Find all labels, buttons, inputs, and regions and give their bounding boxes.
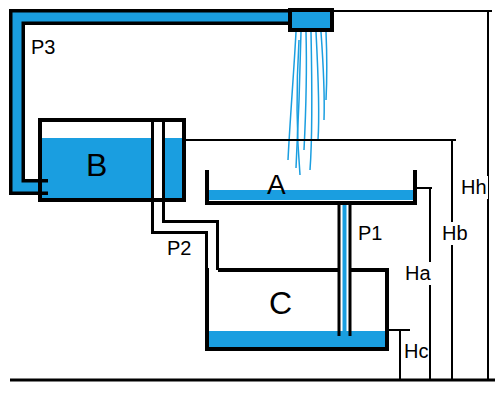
tank-letter: B xyxy=(86,148,107,183)
ground-line xyxy=(10,379,495,382)
tank: A xyxy=(205,170,417,205)
pipe-wall xyxy=(338,268,341,336)
pipe xyxy=(344,203,345,270)
dimension-label: Ha xyxy=(404,262,432,285)
pipe-flow xyxy=(343,203,347,270)
level-line xyxy=(186,139,456,141)
dimension-line xyxy=(399,330,401,380)
nozzle xyxy=(290,10,332,30)
tank-top xyxy=(218,268,338,272)
pipe-wall xyxy=(338,203,352,270)
tank: C xyxy=(205,268,389,351)
pipe-label: P3 xyxy=(30,36,56,59)
tank-top xyxy=(350,268,389,272)
tank-letter: A xyxy=(267,170,286,201)
water-c xyxy=(209,331,385,347)
pipe-wall xyxy=(349,268,352,336)
pipe-bore xyxy=(341,203,349,270)
dimension-label: Hb xyxy=(441,222,469,245)
water-stream xyxy=(343,268,347,332)
dimension-label: Hc xyxy=(403,340,429,363)
dimension-line xyxy=(451,140,453,380)
water-a xyxy=(209,190,413,200)
dimension-label: Hh xyxy=(460,176,488,199)
tank-letter: C xyxy=(269,286,292,321)
water-spray xyxy=(288,32,327,175)
pipe-label: P2 xyxy=(166,237,192,260)
level-line xyxy=(332,10,492,12)
pipe-label: P1 xyxy=(357,222,383,245)
tank: B xyxy=(38,118,186,202)
